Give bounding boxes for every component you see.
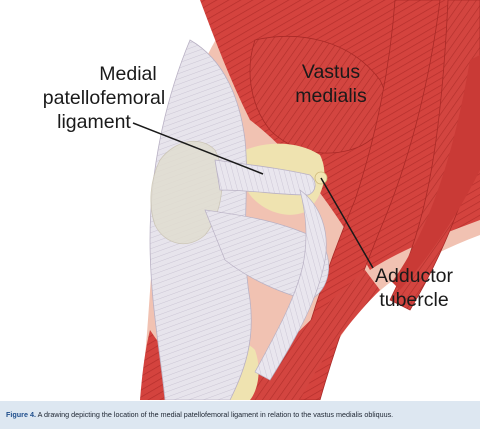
knee-anatomy-illustration: Medial patellofemoral ligament Vastus me…	[42, 0, 480, 400]
semitendinosus-muscle	[392, 55, 480, 290]
label-mpfl: Medial patellofemoral ligament	[43, 63, 165, 133]
label-adductor-line1: Adductor	[375, 265, 454, 287]
sartorius-muscle	[289, 0, 441, 400]
adductor-leader-line	[320, 177, 374, 269]
label-vastus-line1: Vastus	[302, 61, 360, 83]
mpfl-leader-line	[132, 122, 264, 175]
label-adductor-line2: tubercle	[379, 289, 448, 311]
label-mpfl-line3: ligament	[57, 111, 131, 133]
label-mpfl-line2: patellofemoral	[43, 87, 165, 109]
caption-text: A drawing depicting the location of the …	[35, 410, 394, 419]
figure-caption: Figure 4. A drawing depicting the locati…	[0, 401, 480, 429]
label-vastus-line2: medialis	[295, 85, 367, 107]
mpfl-ligament	[214, 159, 316, 196]
label-vastus-medialis: Vastus medialis	[295, 61, 367, 107]
label-mpfl-line1: Medial	[99, 63, 156, 85]
patella	[150, 141, 223, 244]
label-adductor-tubercle: Adductor tubercle	[375, 265, 454, 311]
medial-collateral-ligament	[254, 189, 327, 381]
vastus-medialis-muscle	[249, 35, 388, 154]
medial-retinaculum	[204, 209, 329, 301]
medial-gastrocnemius	[245, 270, 380, 400]
caption-figure-label: Figure 4.	[6, 410, 36, 419]
